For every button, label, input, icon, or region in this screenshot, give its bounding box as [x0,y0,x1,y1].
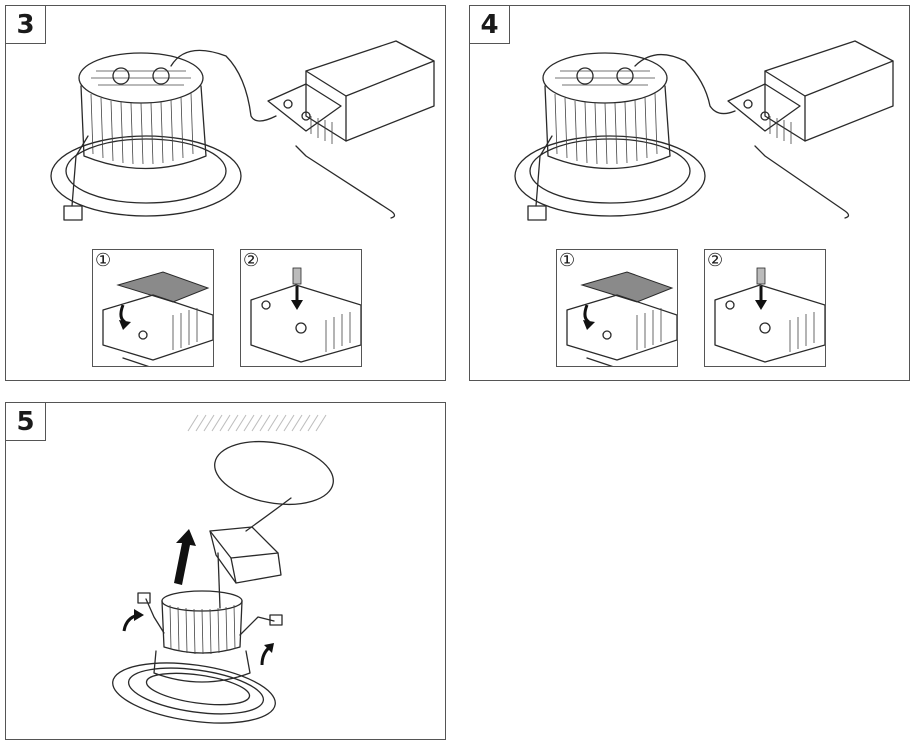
inset-screw-fixing: ② [240,249,362,367]
inset-marker: ① [559,250,576,271]
ceiling-installation-illustration [112,414,334,724]
downlight-driver-illustration [514,40,894,221]
ceiling-hatch [187,414,327,432]
inset-cover-placement: ① [92,249,214,367]
inset-marker: ② [243,250,260,271]
downlight-driver-illustration [50,40,435,221]
step-4-panel: 4 ① [469,5,910,381]
inset-screw-fixing: ② [704,249,826,367]
cover-placement-illustration [102,271,213,366]
screw-fixing-illustration [714,267,825,363]
up-arrow [174,529,196,585]
inset-marker: ② [707,250,724,271]
step-5-panel: 5 [5,402,446,740]
inset-marker: ① [95,250,112,271]
screw-fixing-illustration [250,267,361,363]
inset-cover-placement: ① [556,249,678,367]
step-number: 5 [6,403,46,441]
step-number: 3 [6,6,46,44]
step-3-panel: 3 [5,5,446,381]
step-number: 4 [470,6,510,44]
cover-placement-illustration [566,271,677,366]
